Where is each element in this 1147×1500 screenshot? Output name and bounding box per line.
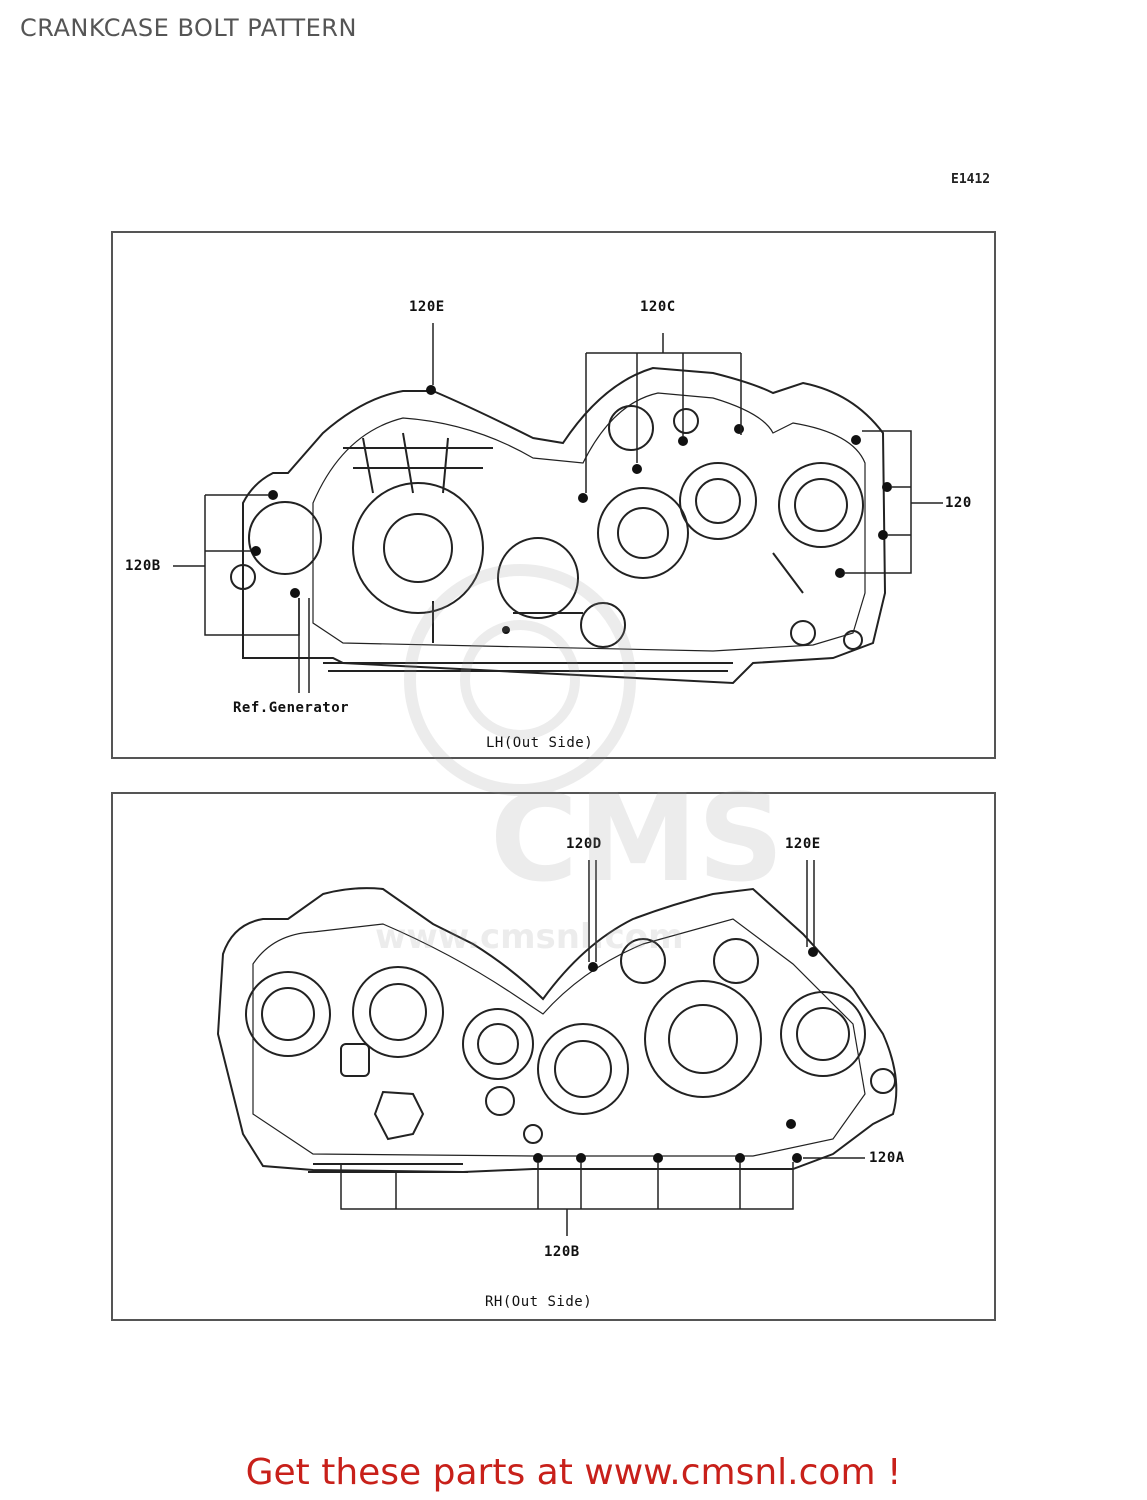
diagram-code: E1412 [951, 172, 991, 187]
footer-cta-text: Get these parts at www.cmsnl.com ! [245, 1452, 902, 1493]
label-120b-rh: 120B [544, 1244, 580, 1260]
label-120e-rh: 120E [785, 836, 821, 852]
label-120b: 120B [125, 558, 161, 574]
watermark-url: www.cmsnl.com [375, 917, 684, 957]
lh-crankcase-drawing [173, 323, 943, 693]
label-120e: 120E [409, 299, 445, 315]
label-120c: 120C [640, 299, 676, 315]
page-title: CRANKCASE BOLT PATTERN [20, 14, 357, 42]
watermark-text: CMS [490, 770, 784, 909]
footer-cta[interactable]: Get these parts at www.cmsnl.com ! [0, 1452, 1147, 1493]
label-120d: 120D [566, 836, 602, 852]
rh-crankcase-drawing [216, 860, 898, 1236]
panel-lh-out-side: 120E 120C 120 120B Ref.Generator LH(Out … [111, 231, 996, 759]
cms-watermark-logo: CMS www.cmsnl.com [375, 564, 784, 957]
panel-rh-out-side: 120D 120E 120A 120B RH(Out Side) [111, 792, 996, 1321]
label-ref-generator: Ref.Generator [233, 700, 350, 716]
label-120: 120 [945, 495, 972, 511]
rh-panel-caption: RH(Out Side) [485, 1294, 593, 1310]
lh-panel-caption: LH(Out Side) [486, 735, 594, 751]
label-120a: 120A [869, 1150, 905, 1166]
